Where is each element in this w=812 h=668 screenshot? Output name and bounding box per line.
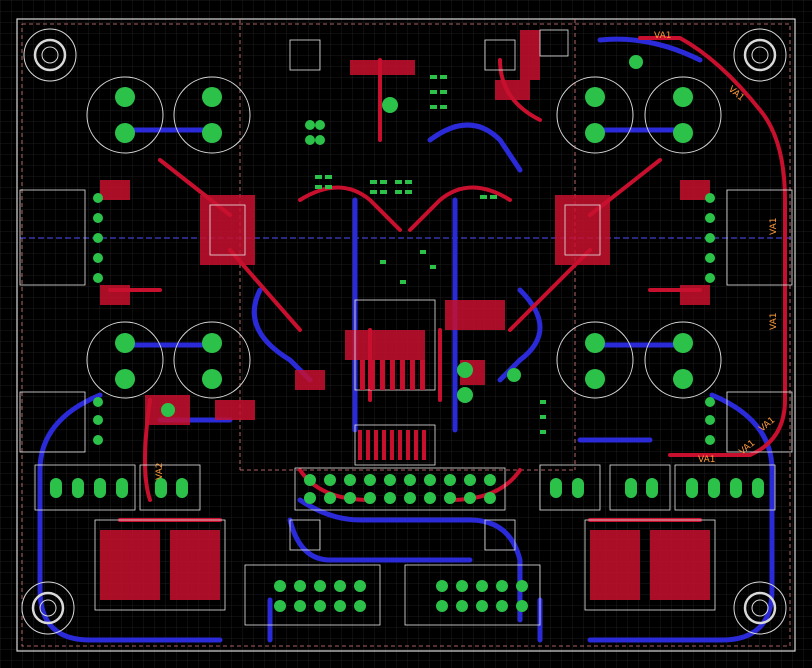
through-hole-pads <box>50 55 764 612</box>
ic-footprints <box>209 204 601 466</box>
silk-label-va1: VA1 <box>698 455 715 465</box>
mounting-holes <box>21 28 787 635</box>
silk-label-va2: VA2 <box>155 463 165 480</box>
smd-pads <box>315 75 546 434</box>
silk-label-va1: VA1 <box>769 218 779 235</box>
mounting-hole-top-right <box>733 28 787 82</box>
capacitors <box>86 76 722 399</box>
mounting-hole-bottom-left <box>21 581 75 635</box>
silk-label-va1: VA1 <box>769 313 779 330</box>
mounting-hole-top-left <box>23 28 77 82</box>
silk-label-va1: VA1 <box>654 31 671 41</box>
silkscreen-outlines <box>19 29 793 626</box>
mounting-hole-bottom-right <box>733 581 787 635</box>
